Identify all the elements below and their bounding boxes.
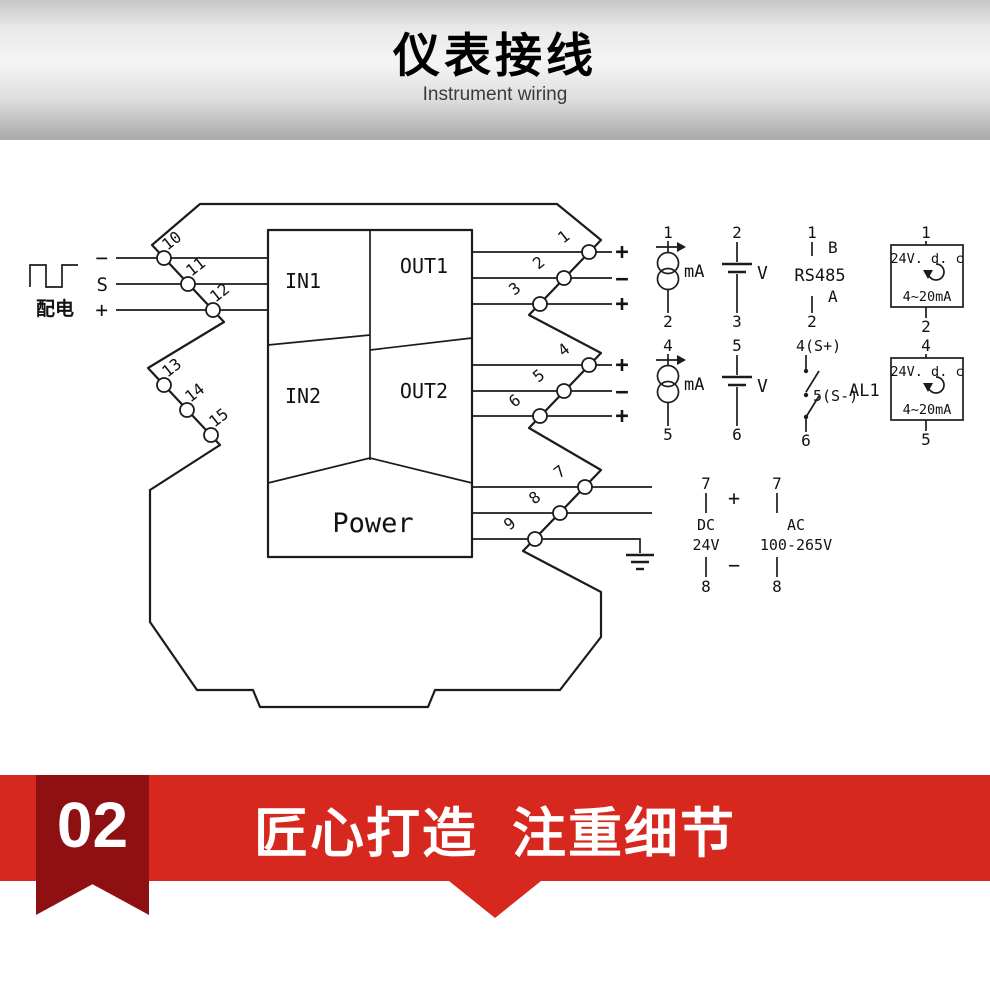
out2-loop-box: 4 24V. d. c 4~20mA 5 [890, 336, 964, 449]
svg-text:8: 8 [525, 487, 544, 508]
header-band: 仪表接线 Instrument wiring [0, 0, 990, 140]
out1-rs485: 1 B RS485 A 2 [794, 223, 845, 331]
svg-text:+: + [728, 486, 740, 510]
section-banner: 02 匠心打造 注重细节 [0, 775, 990, 915]
svg-text:−: − [615, 380, 628, 405]
svg-text:6: 6 [732, 425, 742, 444]
out2-polarity: + − + [615, 353, 628, 429]
svg-text:−: − [728, 553, 740, 577]
svg-text:+: + [615, 353, 628, 378]
power-supply-ac: 7 AC 100-265V 8 [760, 474, 832, 596]
label-input-minus: − [95, 246, 108, 270]
svg-text:AC: AC [787, 516, 805, 534]
svg-text:100-265V: 100-265V [760, 536, 832, 554]
isolator-housing-outline [146, 202, 603, 709]
svg-text:9: 9 [500, 513, 519, 534]
terminal-circles [156, 244, 597, 547]
svg-text:4~20mA: 4~20mA [903, 402, 952, 418]
svg-text:+: + [615, 292, 628, 317]
output-wires [472, 251, 654, 571]
label-v: V [757, 376, 768, 397]
svg-text:3: 3 [505, 278, 524, 299]
label-out2: OUT2 [400, 379, 448, 403]
svg-text:8: 8 [701, 577, 711, 596]
svg-text:1: 1 [663, 223, 673, 242]
section-title: 匠心打造 注重细节 [253, 803, 736, 864]
out1-loop-box: 1 24V. d. c 4~20mA 2 [890, 223, 964, 336]
svg-text:5: 5 [663, 425, 673, 444]
svg-text:24V. d. c: 24V. d. c [890, 364, 963, 380]
svg-text:7: 7 [701, 474, 711, 493]
svg-text:24V: 24V [692, 536, 719, 554]
svg-text:B: B [828, 238, 838, 257]
svg-text:A: A [828, 287, 838, 306]
svg-text:3: 3 [732, 312, 742, 331]
svg-text:−: − [615, 267, 628, 292]
svg-text:15: 15 [205, 404, 232, 431]
out1-voltage: 2 V 3 [722, 223, 768, 331]
svg-text:4: 4 [921, 336, 931, 355]
label-v: V [757, 263, 768, 284]
svg-text:14: 14 [181, 379, 208, 406]
earth-ground-icon [626, 553, 654, 571]
svg-text:+: + [615, 404, 628, 429]
terminal-numbers: 10 11 12 13 14 15 1 2 3 4 5 6 7 8 9 [158, 226, 573, 534]
svg-text:2: 2 [921, 317, 931, 336]
banner-pointer-triangle [449, 881, 541, 918]
input-wires [29, 257, 268, 311]
svg-text:5: 5 [921, 430, 931, 449]
label-input-plus: + [95, 298, 108, 322]
wiring-diagram: IN1 OUT1 IN2 OUT2 Power − S [29, 202, 964, 709]
label-rs485: RS485 [794, 266, 845, 286]
section-number-ribbon: 02 [36, 775, 149, 915]
svg-text:4(S+): 4(S+) [796, 337, 841, 355]
out1-ma-source: 1 mA 2 [656, 223, 704, 331]
svg-text:5(S-): 5(S-) [813, 387, 858, 405]
svg-text:2: 2 [807, 312, 817, 331]
function-blocks: IN1 OUT1 IN2 OUT2 Power [266, 228, 474, 559]
svg-text:DC: DC [697, 516, 715, 534]
svg-text:4~20mA: 4~20mA [903, 289, 952, 305]
label-ma: mA [684, 262, 704, 282]
svg-text:4: 4 [554, 339, 573, 360]
svg-text:1: 1 [807, 223, 817, 242]
svg-text:+: + [615, 240, 628, 265]
svg-text:1: 1 [921, 223, 931, 242]
power-supply-dc: 7 + DC 24V − 8 [692, 474, 740, 596]
label-out1: OUT1 [400, 254, 448, 278]
label-ma: mA [684, 375, 704, 395]
label-al1: AL1 [849, 381, 880, 401]
svg-text:6: 6 [801, 431, 811, 450]
label-in1: IN1 [285, 269, 321, 293]
out2-alarm-relay: 4(S+) 5(S-) 6 AL1 [796, 337, 880, 450]
out2-voltage: 5 V 6 [722, 336, 768, 444]
out2-ma-source: 4 mA 5 [656, 336, 704, 444]
svg-text:6: 6 [505, 390, 524, 411]
out1-polarity: + − + [615, 240, 628, 317]
label-power: Power [332, 508, 413, 539]
square-wave-icon [29, 264, 78, 288]
svg-text:1: 1 [554, 226, 573, 247]
svg-text:2: 2 [529, 252, 548, 273]
svg-text:7: 7 [550, 461, 569, 482]
svg-text:7: 7 [772, 474, 782, 493]
svg-text:2: 2 [732, 223, 742, 242]
svg-text:8: 8 [772, 577, 782, 596]
label-peidian: 配电 [36, 297, 74, 320]
svg-text:2: 2 [663, 312, 673, 331]
label-input-s: S [97, 274, 108, 296]
section-number: 02 [56, 789, 129, 861]
label-in2: IN2 [285, 384, 321, 408]
page-subtitle: Instrument wiring [422, 83, 568, 105]
svg-text:10: 10 [158, 227, 185, 254]
svg-text:5: 5 [529, 365, 548, 386]
svg-text:4: 4 [663, 336, 673, 355]
svg-text:24V. d. c: 24V. d. c [890, 251, 963, 267]
page-title: 仪表接线 [393, 29, 597, 82]
svg-text:5: 5 [732, 336, 742, 355]
input-labels: − S + 配电 [36, 246, 108, 322]
